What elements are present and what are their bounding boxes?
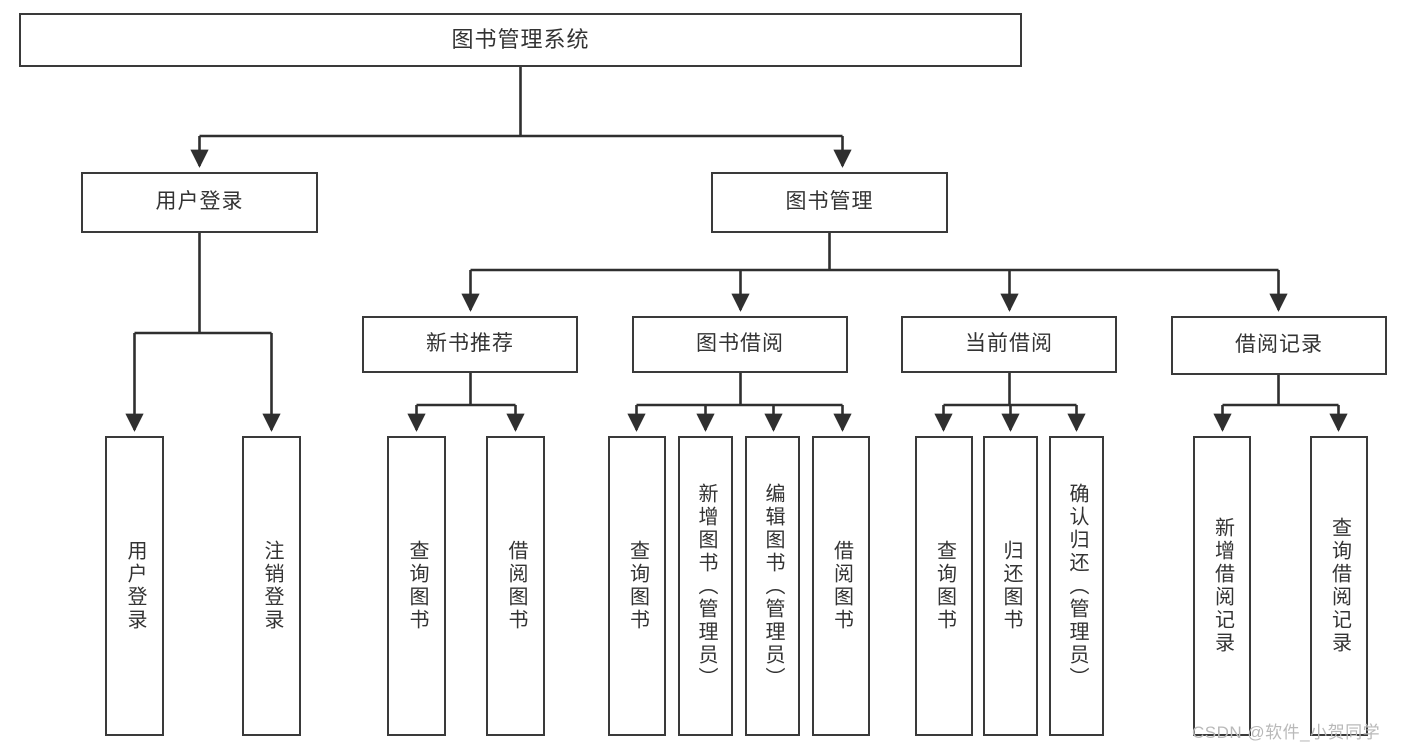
- leaf-new-book-query[interactable]: 查询图书: [387, 436, 446, 736]
- leaf-borrow-record-query-label: 查询借阅记录: [1328, 517, 1351, 655]
- node-new-book-recommend-label: 新书推荐: [426, 332, 514, 356]
- node-borrow-record[interactable]: 借阅记录: [1171, 316, 1387, 375]
- leaf-current-borrow-query-label: 查询图书: [933, 540, 956, 632]
- leaf-current-borrow-return-label: 归还图书: [1000, 540, 1022, 632]
- leaf-current-borrow-confirm[interactable]: 确认归还（管理员）: [1049, 436, 1104, 736]
- leaf-book-borrow-add-label: 新增图书（管理员）: [695, 482, 717, 690]
- node-user-login-label: 用户登录: [155, 190, 244, 214]
- watermark-csdn: CSDN @软件_小贺同学: [1192, 723, 1381, 742]
- leaf-borrow-record-query[interactable]: 查询借阅记录: [1310, 436, 1368, 736]
- leaf-book-borrow-borrow[interactable]: 借阅图书: [812, 436, 870, 736]
- leaf-user-login-login[interactable]: 用户登录: [105, 436, 164, 736]
- leaf-book-borrow-add[interactable]: 新增图书（管理员）: [678, 436, 733, 736]
- leaf-book-borrow-query-label: 查询图书: [626, 540, 649, 632]
- leaf-book-borrow-borrow-label: 借阅图书: [830, 540, 853, 632]
- node-root-system[interactable]: 图书管理系统: [19, 13, 1022, 67]
- node-current-borrow[interactable]: 当前借阅: [901, 316, 1117, 373]
- leaf-user-login-logout-label: 注销登录: [261, 540, 283, 632]
- leaf-current-borrow-query[interactable]: 查询图书: [915, 436, 973, 736]
- node-borrow-record-label: 借阅记录: [1235, 333, 1323, 357]
- leaf-book-borrow-edit-label: 编辑图书（管理员）: [762, 482, 784, 690]
- leaf-book-borrow-edit[interactable]: 编辑图书（管理员）: [745, 436, 800, 736]
- leaf-user-login-logout[interactable]: 注销登录: [242, 436, 301, 736]
- node-current-borrow-label: 当前借阅: [965, 332, 1053, 356]
- node-new-book-recommend[interactable]: 新书推荐: [362, 316, 578, 373]
- leaf-new-book-borrow-label: 借阅图书: [505, 540, 527, 632]
- leaf-new-book-borrow[interactable]: 借阅图书: [486, 436, 545, 736]
- node-user-login[interactable]: 用户登录: [81, 172, 318, 233]
- node-book-management[interactable]: 图书管理: [711, 172, 948, 233]
- node-root-system-label: 图书管理系统: [451, 27, 590, 53]
- node-book-management-label: 图书管理: [785, 190, 874, 214]
- leaf-borrow-record-add[interactable]: 新增借阅记录: [1193, 436, 1251, 736]
- leaf-current-borrow-confirm-label: 确认归还（管理员）: [1066, 482, 1088, 690]
- leaf-new-book-query-label: 查询图书: [406, 540, 428, 632]
- leaf-user-login-login-label: 用户登录: [124, 540, 146, 632]
- leaf-borrow-record-add-label: 新增借阅记录: [1211, 517, 1234, 655]
- node-book-borrow[interactable]: 图书借阅: [632, 316, 848, 373]
- leaf-book-borrow-query[interactable]: 查询图书: [608, 436, 666, 736]
- leaf-current-borrow-return[interactable]: 归还图书: [983, 436, 1038, 736]
- node-book-borrow-label: 图书借阅: [696, 332, 784, 356]
